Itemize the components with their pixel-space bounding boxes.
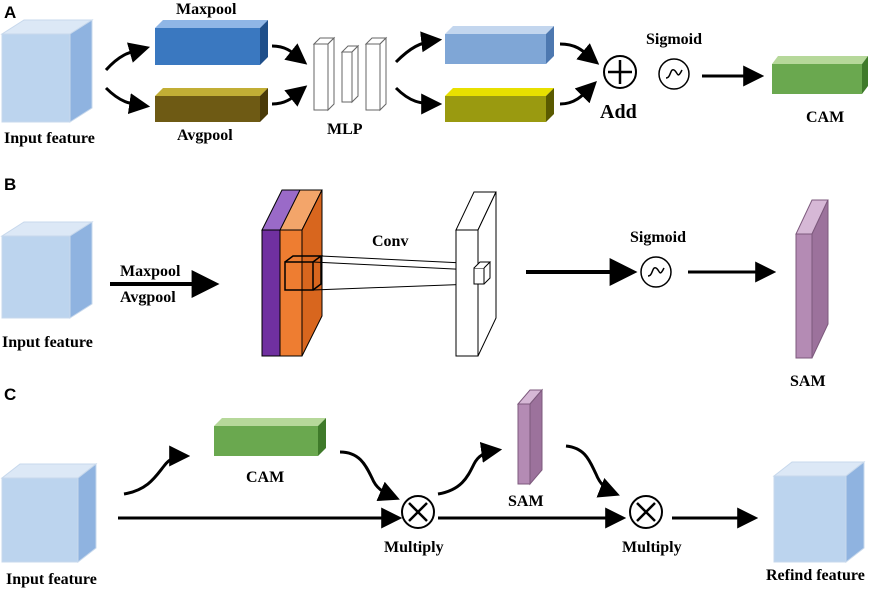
refined-feature-cube	[772, 460, 866, 564]
maxpool-label-b: Maxpool	[120, 263, 181, 280]
multiply1-label: Multiply	[384, 539, 444, 556]
input-feature-label-a: Input feature	[4, 130, 95, 147]
panel-c: C Input feature CAM Multiply	[0, 385, 866, 588]
sam-map-b	[795, 199, 829, 359]
input-feature-label-b: Input feature	[2, 334, 93, 351]
arrow-bottom-to-add	[559, 81, 597, 106]
input-feature-cube-a	[0, 19, 94, 123]
input-feature-label-c: Input feature	[6, 571, 97, 588]
conv-label: Conv	[372, 233, 408, 250]
maxpool-bar-a	[155, 20, 268, 65]
sam-map-c	[516, 388, 544, 486]
arrow-sam-to-multiply	[565, 444, 620, 498]
refined-feature-label: Refind feature	[766, 567, 865, 584]
sigmoid-icon-b	[640, 256, 672, 288]
multiply-icon-2	[629, 495, 663, 529]
panel-b-letter: B	[4, 175, 16, 194]
maxpool-label-a: Maxpool	[176, 1, 237, 18]
input-feature-cube-b	[0, 221, 94, 319]
arrow-top-to-add	[559, 42, 600, 65]
sam-label-b: SAM	[790, 373, 826, 390]
multiply2-label: Multiply	[622, 539, 682, 556]
panel-a-letter: A	[4, 3, 16, 22]
avgpool-bar-a	[155, 88, 268, 122]
arrow-input-to-cam	[123, 445, 191, 496]
mlp-label: MLP	[327, 121, 363, 138]
mlp-block	[312, 36, 388, 112]
conv-output-map	[455, 191, 497, 357]
sigmoid-icon-a	[658, 58, 690, 90]
multiply-icon-1	[401, 495, 435, 529]
arrow-mlp-to-top	[394, 31, 443, 64]
panel-c-letter: C	[4, 385, 16, 404]
arrow-mlp-to-bottom	[394, 86, 443, 115]
mlp-output-bar-bottom	[445, 88, 554, 122]
cam-bar-a	[772, 56, 868, 94]
arrow-avgpool-to-mlp	[271, 85, 308, 107]
sigmoid-label-a: Sigmoid	[646, 31, 702, 48]
pooled-feature-maps	[261, 189, 323, 357]
mlp-output-bar-top	[445, 26, 554, 64]
arrow-cam-to-multiply	[339, 450, 400, 502]
arrow-to-maxpool	[104, 42, 151, 71]
cam-label-a: CAM	[806, 109, 844, 126]
arrow-to-avgpool	[104, 86, 151, 115]
arrow-maxpool-to-mlp	[271, 43, 308, 65]
arrow-multiply-to-sam	[437, 441, 503, 496]
avgpool-label-a: Avgpool	[177, 127, 233, 144]
add-icon	[603, 55, 637, 89]
sam-label-c: SAM	[508, 493, 544, 510]
sigmoid-label-b: Sigmoid	[630, 229, 686, 246]
cam-label-c: CAM	[246, 469, 284, 486]
avgpool-label-b: Avgpool	[120, 289, 176, 306]
conv-kernel-cube	[284, 255, 324, 291]
input-feature-cube-c	[0, 462, 98, 564]
cam-bar-c	[214, 418, 326, 456]
add-label: Add	[600, 101, 637, 123]
panel-a: A Input feature Maxpool Avgpool	[0, 1, 868, 147]
panel-b: B Input feature Maxpool Avgpool	[0, 175, 829, 390]
